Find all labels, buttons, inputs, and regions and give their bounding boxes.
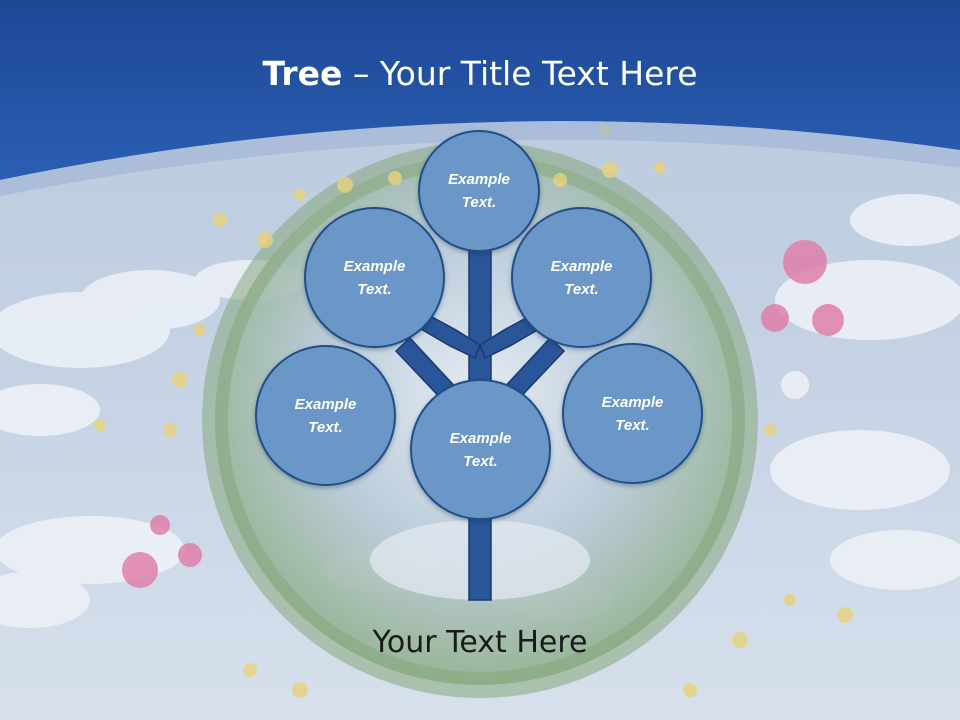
title-bold: Tree	[262, 54, 343, 93]
node-text: Text.	[461, 194, 497, 211]
node-text: Example	[448, 171, 510, 188]
header-band	[0, 0, 960, 180]
footer-text: Your Text Here	[372, 625, 588, 660]
node-text: Example	[449, 429, 512, 447]
title-rest: Your Title Text Here	[379, 54, 698, 93]
flowers	[94, 124, 853, 698]
node-text: Example	[343, 257, 406, 275]
slide-title: Tree – Your Title Text Here	[0, 52, 960, 96]
node-text: Example	[550, 257, 613, 275]
title-separator: –	[342, 54, 380, 93]
node-text: Example	[601, 393, 664, 411]
node-text: Text.	[564, 280, 599, 298]
node-text: Example	[294, 395, 357, 413]
node-text: Text.	[308, 418, 343, 436]
node-text: Text.	[357, 280, 392, 298]
node-text: Text.	[463, 452, 498, 470]
node-text: Text.	[615, 416, 650, 434]
